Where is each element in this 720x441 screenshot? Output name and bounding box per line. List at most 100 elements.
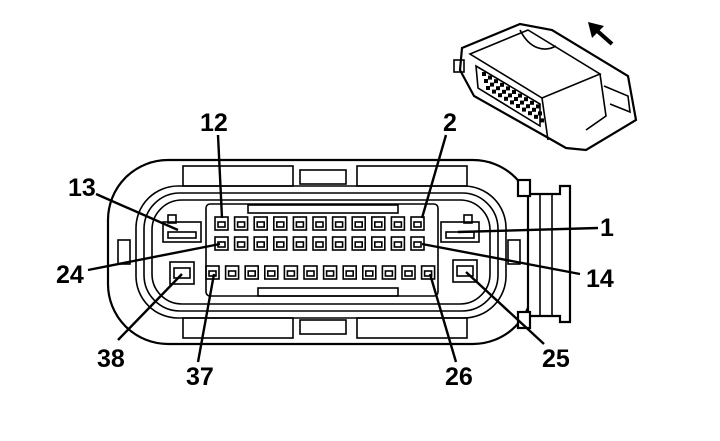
cavity-top-row: [292, 216, 308, 231]
connector-isometric-thumbnail: [453, 22, 638, 152]
thumbnail-pin: [524, 97, 528, 102]
insert-bottom-rail: [257, 287, 399, 297]
thumbnail-pin: [508, 93, 512, 98]
thumbnail-pin: [520, 100, 524, 105]
cavity-top-row: [233, 216, 249, 231]
cavity-middle-row: [233, 236, 249, 251]
cavity-top-row: [331, 216, 347, 231]
leader-lines: [87, 134, 599, 363]
shell-top-slot: [299, 169, 347, 185]
thumbnail-pin: [488, 75, 492, 80]
pin-label-2: 2: [443, 109, 457, 137]
leader-12: [216, 134, 224, 219]
thumbnail-pin: [482, 72, 486, 76]
insert-top-rail: [247, 204, 399, 214]
thumbnail-pin: [490, 82, 494, 87]
thumbnail-pin: [510, 100, 514, 105]
thumbnail-pin: [512, 90, 516, 94]
thumbnail-pin: [522, 107, 526, 112]
leader-24: [87, 242, 221, 272]
pin-label-38: 38: [97, 345, 125, 373]
leader-2: [420, 134, 448, 219]
cavity-bottom-row: [420, 265, 436, 280]
pin-label-14: 14: [586, 265, 614, 293]
cavity-top-row: [351, 216, 367, 231]
thumbnail-pin: [532, 107, 536, 112]
cavity-middle-row: [351, 236, 367, 251]
cavity-bottom-row: [381, 265, 397, 280]
thumbnail-pin: [506, 86, 510, 91]
thumbnail-pin: [516, 104, 520, 108]
pin-label-26: 26: [445, 363, 473, 391]
cavity-middle-row: [331, 236, 347, 251]
direction-arrow-head-icon: [588, 22, 604, 38]
thumbnail-pin: [498, 93, 502, 98]
thumbnail-pin: [514, 97, 518, 101]
leader-1: [457, 226, 599, 234]
thumbnail-ear: [453, 59, 465, 73]
pin-label-37: 37: [186, 363, 214, 391]
thumbnail-latch: [603, 85, 631, 114]
cavity-bottom-row: [401, 265, 416, 280]
thumbnail-pin: [500, 82, 504, 87]
cavity-middle-row: [370, 236, 386, 251]
shell-side-window: [507, 239, 521, 265]
cavity-middle-row: [253, 236, 268, 251]
thumbnail-pin: [530, 100, 534, 105]
shell-bottom-slot: [299, 319, 347, 335]
thumbnail-outline: [458, 22, 638, 152]
cavity-middle-row: [292, 236, 308, 251]
thumbnail-pin: [538, 111, 542, 116]
leader-14: [421, 242, 581, 276]
leader-13: [95, 192, 179, 232]
cavity-top-row: [253, 216, 268, 231]
thumbnail-pin: [540, 118, 544, 123]
thumbnail-pin: [494, 79, 498, 84]
pin-label-25: 25: [542, 345, 570, 373]
cavity-middle-row: [390, 236, 406, 251]
large-cavity-right-bottom: [452, 259, 478, 283]
large-cavity-left-bottom: [169, 261, 195, 285]
pin-label-24: 24: [56, 261, 84, 289]
cavity-middle-row: [312, 236, 327, 251]
thumbnail-pin: [504, 96, 508, 101]
cavity-top-row: [272, 216, 288, 231]
inner-seal-ring-2: [143, 192, 499, 312]
thumbnail-pin: [536, 104, 540, 109]
cavity-top-row: [312, 216, 327, 231]
large-cavity-left-top: [162, 214, 202, 243]
connector-latch-ear: [526, 184, 572, 324]
thumbnail-pin: [484, 79, 488, 83]
thumbnail-pin: [528, 111, 532, 116]
cavity-top-row: [390, 216, 406, 231]
cavity-top-row: [370, 216, 386, 231]
cavity-middle-row: [272, 236, 288, 251]
cavity-bottom-row: [224, 265, 240, 280]
thumbnail-pin: [486, 86, 490, 90]
thumbnail-pin-face: [475, 64, 541, 128]
thumbnail-edge: [585, 73, 607, 131]
latch-tab-top: [516, 178, 532, 198]
leader-25: [465, 271, 545, 345]
cavity-top-row: [410, 216, 425, 231]
pin-number-labels: 12 2 13 1 24 14 38 25 37 26: [56, 109, 614, 391]
pin-cavities: [205, 216, 436, 280]
thumbnail-pin: [492, 89, 496, 94]
pin-label-1: 1: [600, 214, 614, 242]
thumbnail-edge: [541, 97, 549, 141]
thumbnail-latch-curve: [519, 29, 557, 50]
thumbnail-pin: [534, 114, 538, 119]
inner-face: [151, 199, 491, 305]
leader-37: [196, 273, 216, 363]
thumbnail-pin: [496, 86, 500, 91]
cavity-bottom-row: [303, 265, 318, 280]
cavity-bottom-row: [263, 265, 279, 280]
pin-label-13: 13: [68, 174, 96, 202]
cavity-bottom-row: [361, 265, 377, 280]
cavity-bottom-row: [322, 265, 338, 280]
thumbnail-pin: [502, 89, 506, 94]
thumbnail-pin: [526, 104, 530, 109]
thumbnail-pin: [518, 93, 522, 98]
